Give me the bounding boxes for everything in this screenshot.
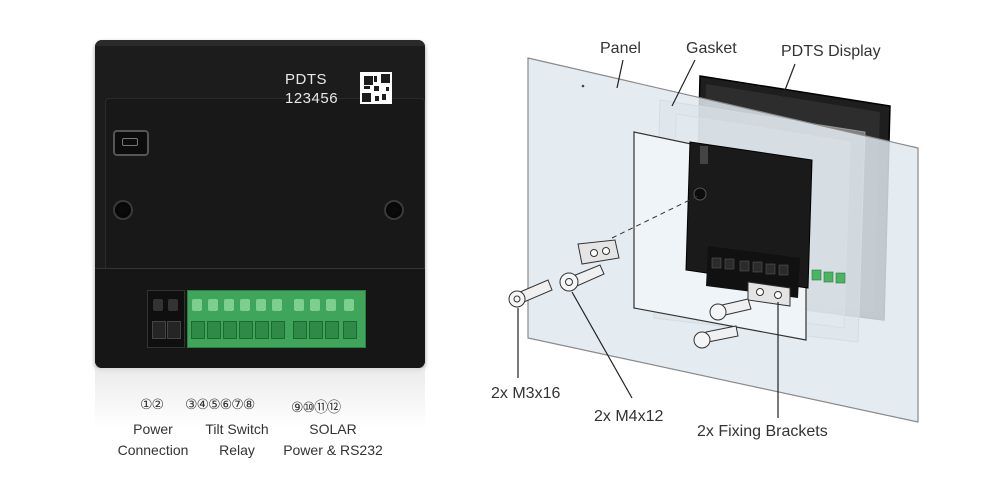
fixing-bracket-icon <box>747 281 791 307</box>
mount-hole-left <box>113 200 133 220</box>
device-top-edge <box>95 40 425 46</box>
label-panel: Panel <box>600 40 641 57</box>
mount-hole-right <box>384 200 404 220</box>
label-screws-m3: 2x M3x16 <box>491 385 561 402</box>
device-name-label: PDTS <box>285 71 328 88</box>
leader-lines <box>517 59 796 418</box>
device-serial-label: 123456 <box>285 90 339 107</box>
caption-solar-line2: Power & RS232 <box>283 442 383 458</box>
screw-icon <box>508 279 553 308</box>
screw-icon <box>559 264 605 292</box>
label-pdts-display: PDTS Display <box>781 43 881 60</box>
device-rear-view: PDTS 123456 <box>95 40 425 368</box>
label-screws-m4: 2x M4x12 <box>594 408 664 425</box>
device-upper-panel <box>105 98 425 270</box>
caption-relay: Tilt Switch Relay <box>187 419 287 461</box>
qr-code-icon <box>360 72 392 104</box>
screw-icon <box>693 325 739 349</box>
terminal-numbers-power: ①② <box>140 397 164 413</box>
caption-relay-line1: Tilt Switch <box>205 421 269 437</box>
terminal-numbers-relay: ③④⑤⑥⑦⑧ <box>185 397 255 413</box>
fixing-bracket-icon <box>577 239 620 265</box>
screw-icon <box>709 298 752 321</box>
caption-solar: SOLAR Power & RS232 <box>273 419 393 461</box>
display-rear-module <box>685 141 846 298</box>
label-fixing-brackets: 2x Fixing Brackets <box>697 423 828 440</box>
signal-terminal-block <box>187 290 366 348</box>
caption-power-line2: Connection <box>117 442 189 458</box>
caption-relay-line2: Relay <box>219 442 255 458</box>
usb-port-icon <box>113 130 149 156</box>
caption-power: Power Connection <box>103 419 203 461</box>
caption-solar-line1: SOLAR <box>309 421 357 437</box>
power-terminal-block <box>147 290 185 348</box>
caption-power-line1: Power <box>133 421 173 437</box>
device-reflection <box>95 368 425 428</box>
label-gasket: Gasket <box>686 40 737 57</box>
terminal-numbers-solar: ⑨⑩⑪⑫ <box>291 400 341 416</box>
